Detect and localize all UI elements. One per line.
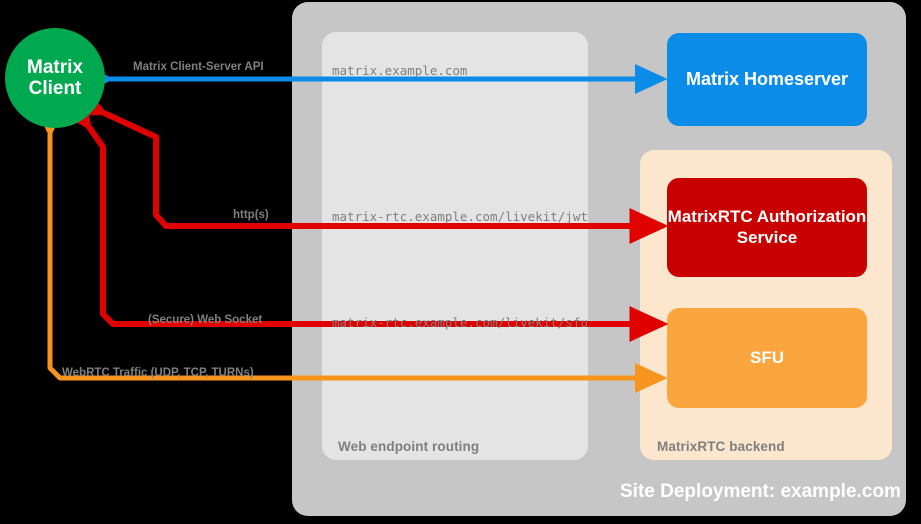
web-endpoint-routing-panel (322, 32, 588, 460)
node-matrixrtc-authorization-service[interactable]: MatrixRTC Authorization Service (667, 178, 867, 277)
edge-label-webrtc-media: WebRTC Traffic (UDP, TCP, TURNs) (62, 367, 254, 379)
node-matrix-client-line1: Matrix (27, 56, 83, 78)
node-sfu[interactable]: SFU (667, 308, 867, 408)
edge-label-sfu-websocket: (Secure) Web Socket (148, 314, 263, 326)
node-sfu-label: SFU (750, 347, 784, 367)
url-label-matrix-homeserver: matrix.example.com (332, 63, 468, 78)
node-matrix-homeserver-label: Matrix Homeserver (685, 68, 849, 89)
caption-site-deployment: Site Deployment: example.com (620, 481, 901, 502)
caption-web-endpoint-routing: Web endpoint routing (338, 439, 480, 454)
node-matrix-client-line2: Client (28, 78, 82, 99)
node-matrix-client[interactable]: Matrix Client (5, 28, 105, 128)
url-label-livekit-jwt: matrix-rtc.example.com/livekit/jwt (332, 209, 588, 224)
url-label-livekit-sfu: matrix-rtc.example.com/livekit/sfu (332, 315, 588, 330)
node-matrix-homeserver[interactable]: Matrix Homeserver (667, 33, 867, 126)
node-matrixrtc-authorization-service-label: MatrixRTC Authorization Service (667, 206, 867, 247)
edge-label-client-server-api: Matrix Client-Server API (133, 61, 264, 73)
caption-matrixrtc-backend: MatrixRTC backend (657, 439, 785, 454)
edge-label-authorization-http: http(s) (233, 209, 269, 221)
